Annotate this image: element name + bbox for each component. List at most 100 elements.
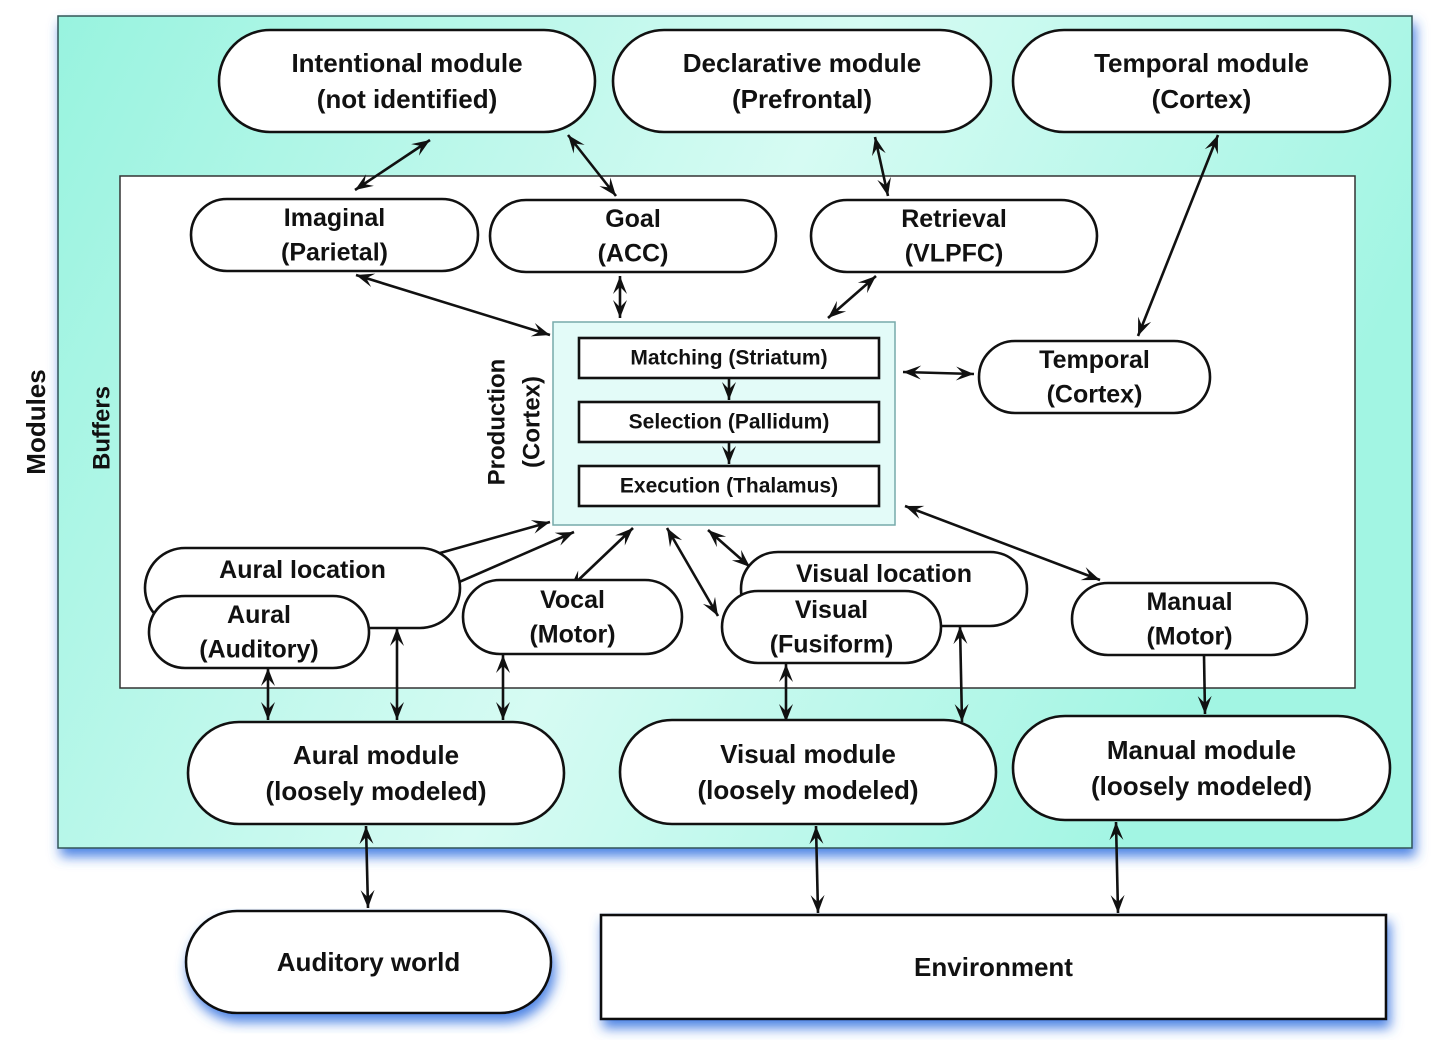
node-label: Visual location [796,560,972,588]
node-label: Selection (Pallidum) [629,411,830,434]
node-label: Retrieval [901,205,1007,233]
node-shape [488,198,778,274]
arrow-vocal-aural-module [496,655,510,720]
node-shape [1011,28,1392,134]
arrow-manual-manual-module [1197,654,1212,715]
arrowhead [390,628,404,646]
arrow-intentional-imaginal [354,138,431,192]
node-shape [720,589,943,665]
node-label: (loosely modeled) [1091,771,1312,801]
vocal-buffer-node: Vocal(Motor) [461,578,684,656]
node-label: (Fusiform) [770,630,894,658]
arrowhead [530,322,550,337]
arrow-aural-location-aural-module [390,628,404,720]
node-shape [184,909,553,1015]
arrowhead [599,177,616,196]
node-shape [577,464,881,508]
arrow-shaft [566,134,618,197]
selection-stage-node: Selection (Pallidum) [577,400,881,444]
production-sublabel: (Cortex) [519,376,546,468]
intentional-module-node: Intentional module (not identified) [217,28,597,134]
arrow-shaft [958,625,964,723]
node-shape [977,339,1212,415]
node-shape [618,718,998,826]
arrow-shaft [355,273,551,337]
arrowhead [955,366,974,381]
node-label: Environment [914,952,1073,982]
node-shape [577,336,881,380]
arrowhead [872,137,886,157]
arrowhead [390,702,404,720]
arrow-aural-aural-module [261,668,275,720]
node-label: Goal [605,205,661,233]
arrowhead [722,382,736,400]
node-label: (VLPFC) [905,239,1004,267]
arrowhead [1197,695,1212,714]
arrowhead [1204,135,1218,155]
arrowhead [667,528,683,548]
node-label: Visual module [720,739,896,769]
node-shape [189,197,480,273]
node-label: Vocal [540,586,605,614]
node-shape [186,720,566,826]
arrow-manual-production [904,504,1101,582]
arrow-shaft [814,825,820,914]
arrowhead [1138,316,1152,336]
node-label: Visual [795,596,868,624]
arrow-matching-selection [722,378,736,400]
node-label: Temporal [1039,346,1150,374]
arrowhead [554,532,574,546]
arrowhead [1080,567,1100,581]
arrowhead [954,703,969,722]
arrowhead [411,140,430,156]
visual-buffer-node: Visual (Fusiform) [720,589,943,665]
arrowhead [613,300,627,318]
arrowhead [905,505,925,519]
arrow-aural-location-production [439,520,551,555]
node-label: Auditory world [277,947,460,977]
arrowhead [953,626,968,645]
arrowhead [261,702,275,720]
node-label: Matching (Striatum) [630,347,827,370]
arrowhead [613,276,627,294]
buffers-label: Buffers [89,386,116,470]
node-label: Intentional module [291,48,522,78]
arrow-visual-production [665,527,720,617]
production-label: Production [484,359,511,486]
node-label: (Auditory) [199,635,318,663]
arrowhead [779,664,793,682]
node-label: (ACC) [598,239,669,267]
node-label: (Prefrontal) [732,84,872,114]
node-shape [217,28,597,134]
node-label: Execution (Thalamus) [620,475,838,498]
node-label: Manual [1146,588,1232,616]
manual-buffer-node: Manual (Motor) [1070,581,1309,657]
arrow-retrieval-production [827,275,877,319]
imaginal-buffer-node: Imaginal(Parietal) [189,197,480,273]
arrowhead [857,276,876,294]
aural-buffer-node: Aural(Auditory) [147,594,371,670]
arrow-temporal-production [902,365,975,381]
arrowhead [359,826,374,845]
execution-stage-node: Execution (Thalamus) [577,464,881,508]
arrow-visual-module-environment [809,825,825,914]
arrow-selection-execution [722,442,736,464]
node-label: (not identified) [317,84,498,114]
arrow-shaft [902,370,975,376]
visual-module-node: Visual module(loosely modeled) [618,718,998,826]
arrowhead [568,135,585,154]
node-label: Manual module [1107,735,1296,765]
node-label: Temporal module [1094,48,1309,78]
arrow-shaft [439,520,551,555]
node-label: (Motor) [1146,622,1232,650]
arrowhead [779,704,793,722]
arrow-manual-module-environment [1109,821,1125,914]
arrowhead [261,668,275,686]
arrowhead [356,273,376,288]
node-label: Imaginal [284,204,385,232]
arrowhead [810,894,825,913]
arrow-imaginal-production [355,273,551,337]
node-label: Aural location [219,556,386,584]
arrowhead [903,365,922,380]
